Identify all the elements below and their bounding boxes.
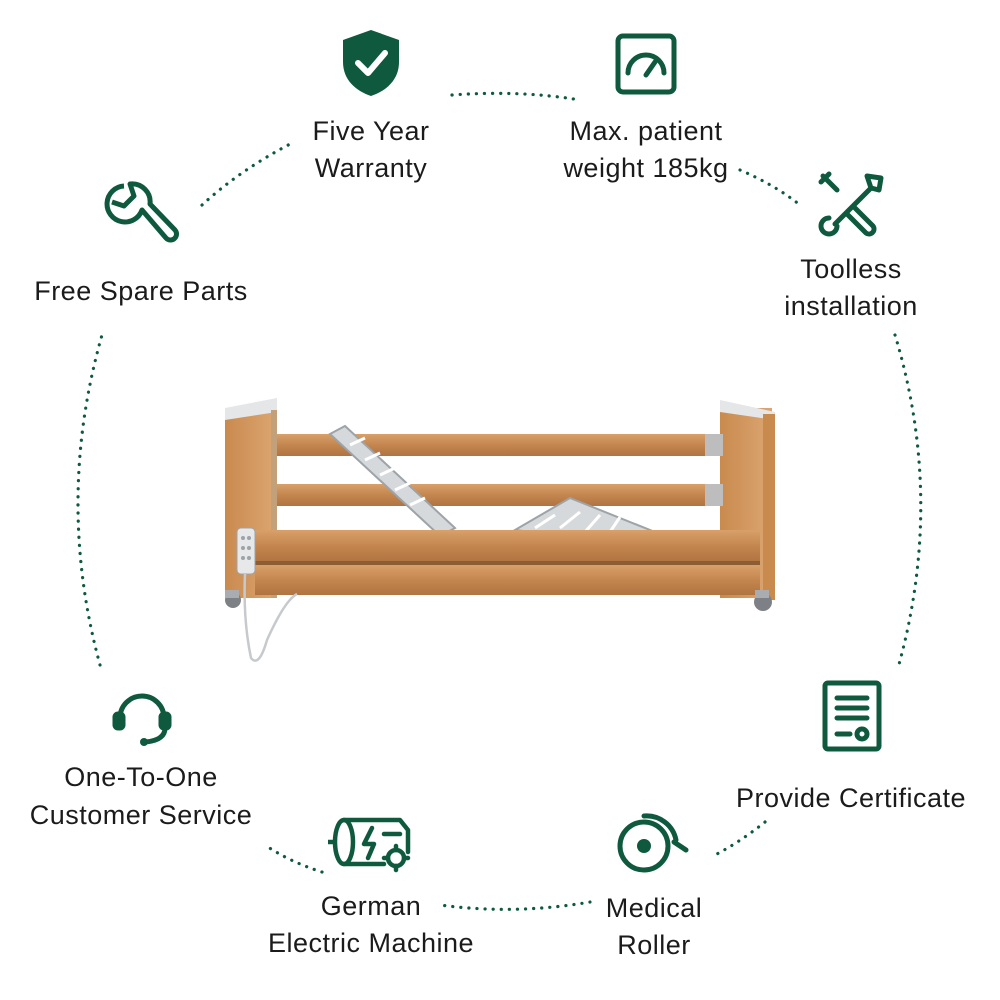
warranty-label-1: Five Year [312, 116, 430, 146]
electric-motor-icon [325, 812, 414, 881]
dotted-arc [450, 91, 582, 102]
dotted-arc [76, 333, 104, 667]
gauge-icon [615, 33, 677, 100]
dotted-arc [263, 843, 324, 874]
dotted-arc [438, 900, 592, 911]
dotted-arc [200, 141, 294, 207]
headset-icon [110, 684, 174, 753]
service-label-1: One-To-One [64, 762, 218, 792]
certificate-icon [822, 680, 882, 757]
roller-label-1: Medical [605, 893, 703, 923]
dotted-arc [713, 820, 767, 857]
weight-label-1: Max. patient [569, 116, 723, 146]
service-label-2: Customer Service [29, 800, 253, 830]
weight-label-2: weight 185kg [563, 153, 729, 183]
motor-label-2: Electric Machine [267, 928, 475, 958]
bed-image [215, 390, 795, 685]
wrench-icon [104, 180, 182, 261]
dotted-arc [738, 168, 802, 207]
toolless-label-1: Toolless [800, 254, 902, 284]
roller-label-2: Roller [617, 930, 691, 960]
shield-check-icon [340, 28, 402, 103]
dotted-arc [893, 333, 923, 670]
motor-label-1: German [320, 891, 422, 921]
warranty-label-2: Warranty [314, 153, 428, 183]
toolless-label-2: installation [784, 291, 918, 321]
wheel-icon [616, 812, 692, 881]
certificate-label: Provide Certificate [735, 783, 967, 813]
wrench-screwdriver-icon [815, 168, 887, 245]
spare-label: Free Spare Parts [34, 276, 248, 306]
